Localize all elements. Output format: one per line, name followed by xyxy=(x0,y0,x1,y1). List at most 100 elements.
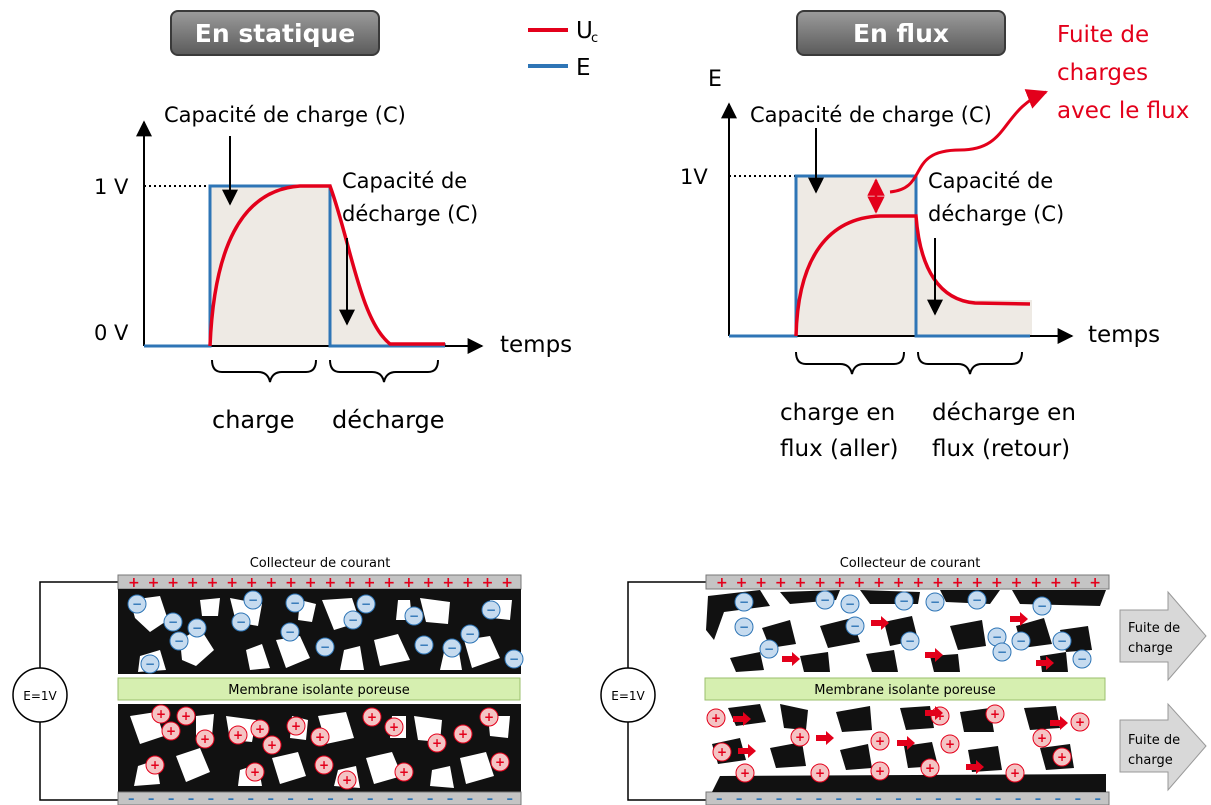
legend-e-label: E xyxy=(576,55,591,81)
right-neg-ion xyxy=(925,592,945,612)
flow-arrow xyxy=(925,648,943,662)
left-voltage-source-label: E=1V xyxy=(23,689,57,703)
legend-uc-subscript: c xyxy=(591,31,598,46)
right-flow-arrows xyxy=(733,612,1068,774)
right-neg-ion xyxy=(1052,631,1072,651)
right-leak-label-2: charges xyxy=(1057,60,1148,86)
neg-ion-sign: − xyxy=(348,613,358,627)
right-neg-ion xyxy=(900,631,920,651)
right-neg-ion xyxy=(1011,631,1031,651)
flow-arrow xyxy=(1050,716,1068,730)
neg-ion-sign: − xyxy=(905,634,915,648)
neg-ion-sign: − xyxy=(992,630,1002,644)
left-x-label: temps xyxy=(500,332,572,358)
left-positive-ions: + + + + + + + + + + + + + + + + + + + + xyxy=(145,704,510,790)
left-neg-ion xyxy=(442,638,462,658)
neg-ion-sign: − xyxy=(899,594,909,608)
leak-arrow-bottom-label-1: Fuite de xyxy=(1128,733,1180,748)
right-neg-ion xyxy=(840,594,860,614)
left-brace-charge-label: charge xyxy=(212,406,295,434)
right-brace-decharge-label-2: flux (retour) xyxy=(932,436,1070,462)
left-pos-ion xyxy=(479,707,499,727)
right-discharge-area-curve xyxy=(916,216,1030,336)
left-collector-bottom xyxy=(117,791,522,805)
right-pos-ion xyxy=(1032,728,1052,748)
left-pos-ion xyxy=(176,706,196,726)
flow-arrow xyxy=(871,616,889,630)
neg-ion-sign: − xyxy=(320,640,330,654)
left-title-badge: En statique xyxy=(170,10,380,56)
left-neg-ion xyxy=(414,635,434,655)
right-pos-ion xyxy=(712,742,732,762)
leak-arrow-top-label-1: Fuite de xyxy=(1128,621,1180,636)
neg-ion-sign: − xyxy=(1016,634,1026,648)
left-membrane xyxy=(117,677,521,701)
left-uc-curve xyxy=(208,184,445,347)
neg-ion-sign: − xyxy=(1037,599,1047,613)
pos-ion-sign: + xyxy=(315,730,325,744)
left-neg-ion xyxy=(243,590,263,610)
right-y-axis-label: E xyxy=(708,67,722,92)
neg-ion-sign: − xyxy=(290,596,300,610)
right-x-label: temps xyxy=(1088,322,1160,348)
right-pos-ion xyxy=(870,761,890,781)
pos-ion-sign: + xyxy=(181,709,191,723)
right-e-signal xyxy=(729,174,1030,338)
left-charge-area xyxy=(209,185,331,347)
neg-ion-sign: − xyxy=(972,593,982,607)
right-title-badge: En flux xyxy=(796,10,1006,56)
left-neg-ion xyxy=(187,618,207,638)
flow-arrow xyxy=(816,731,834,745)
left-pos-ion xyxy=(427,733,447,753)
left-pos-ion xyxy=(195,729,215,749)
pos-ion-sign: + xyxy=(156,707,166,721)
flow-arrow xyxy=(897,736,915,750)
neg-ion-sign: − xyxy=(850,619,860,633)
neg-ion-sign: − xyxy=(739,595,749,609)
right-membrane-label: Membrane isolante poreuse xyxy=(814,683,995,698)
right-collector-top-charges: + + + + + + + + + + + + + + + + + + + + xyxy=(716,575,1101,591)
leak-arrow-bottom xyxy=(1119,702,1207,792)
neg-ion-sign: − xyxy=(409,609,419,623)
left-neg-ion xyxy=(163,612,183,632)
right-membrane xyxy=(704,677,1106,701)
left-e-signal xyxy=(144,184,445,348)
pos-ion-sign: + xyxy=(342,773,352,787)
pos-ion-sign: + xyxy=(200,732,210,746)
right-pos-ion xyxy=(920,758,940,778)
left-pos-ion xyxy=(228,725,248,745)
flow-arrow xyxy=(966,760,984,774)
left-collector-top-charges: + + + + + + + + + + + + + + + + + + + + xyxy=(128,575,513,591)
left-pos-ion xyxy=(262,735,282,755)
right-neg-ion xyxy=(992,642,1012,662)
leak-arrow-top xyxy=(1119,590,1207,682)
left-neg-ion xyxy=(404,606,424,626)
left-pos-ion xyxy=(384,717,404,737)
left-cell: Collecteur de courant E=1V + + + + + + +… xyxy=(12,556,524,805)
right-cell-collector-label: Collecteur de courant xyxy=(840,556,981,571)
right-neg-ion xyxy=(734,592,754,612)
right-neg-ion xyxy=(1072,649,1092,669)
right-circuit-wire xyxy=(627,581,706,801)
flow-arrow xyxy=(782,652,800,666)
neg-ion-sign: − xyxy=(739,620,749,634)
pos-ion-sign: + xyxy=(875,734,885,748)
right-title-text: En flux xyxy=(852,18,950,48)
left-decharge-capacity-label-2: décharge (C) xyxy=(342,202,478,226)
left-neg-ion xyxy=(315,637,335,657)
left-pos-ion xyxy=(161,721,181,741)
neg-ion-sign: − xyxy=(930,595,940,609)
pos-ion-sign: + xyxy=(1037,731,1047,745)
left-pos-ion xyxy=(286,716,306,736)
right-pos-ion xyxy=(735,763,755,783)
left-decharge-capacity-label-1: Capacité de xyxy=(342,169,467,193)
left-neg-ion xyxy=(460,624,480,644)
left-pos-ion xyxy=(453,724,473,744)
right-pos-ion xyxy=(940,734,960,754)
pos-ion-sign: + xyxy=(150,758,160,772)
neg-ion-sign: − xyxy=(845,597,855,611)
right-brace-decharge xyxy=(917,351,1023,375)
flow-arrow xyxy=(738,744,756,758)
left-negative-ions: − − − − − − − − − − − − − − − − − − xyxy=(127,590,524,674)
flow-arrow xyxy=(1010,612,1028,626)
